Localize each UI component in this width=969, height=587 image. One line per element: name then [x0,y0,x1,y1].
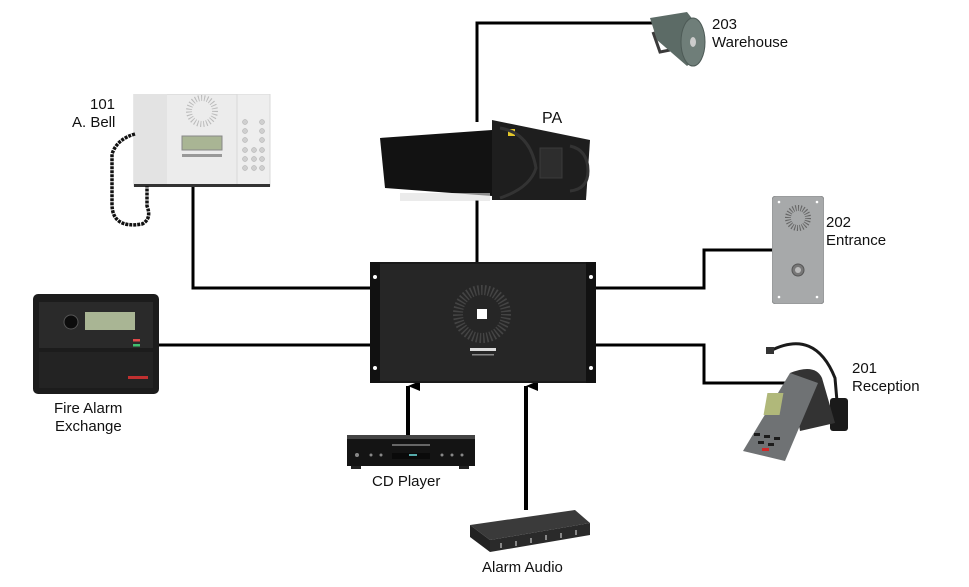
cd-player-icon [347,435,475,469]
rack-unit-icon [370,262,596,383]
alarm-audio-label: Alarm Audio [482,559,563,576]
desk-station-201[interactable] [740,333,852,463]
alarm-audio-unit-icon [470,510,590,552]
wire-pa-horn [475,21,652,122]
fire-alarm-label-line1: Fire Alarm [54,400,123,417]
horn-name: Warehouse [712,34,789,51]
fire-alarm-label-line2: Exchange [55,418,122,435]
horn-speaker-warehouse[interactable] [645,10,710,68]
fire-alarm-panel-icon [33,294,159,394]
cd-player-label: CD Player [372,473,441,490]
wire-hub-entrance [595,248,773,290]
pa-label: PA [542,110,563,127]
central-exchange-hub[interactable] [370,262,596,383]
horn-speaker-icon [650,12,706,67]
desk-phone-icon [110,93,271,227]
wire-abell-hub [191,186,372,290]
amplifier-icon [380,120,590,201]
door-intercom-icon [771,195,825,305]
gooseneck-desk-station-icon [743,342,848,461]
fire-alarm-panel[interactable] [33,294,159,394]
station-101-number: 101 [90,96,116,113]
horn-number: 203 [712,16,738,33]
desk-201-number: 201 [852,360,878,377]
desk-intercom-station-101[interactable] [107,93,275,232]
door-intercom-202[interactable] [771,195,825,305]
alarm-audio-unit[interactable] [470,505,590,555]
wire-hub-reception [595,343,790,385]
door-202-number: 202 [826,214,852,231]
cd-player[interactable] [347,433,475,469]
door-202-name: Entrance [826,232,887,249]
desk-201-name: Reception [852,378,920,395]
pa-amplifier[interactable] [380,118,595,203]
station-101-name: A. Bell [72,114,116,131]
